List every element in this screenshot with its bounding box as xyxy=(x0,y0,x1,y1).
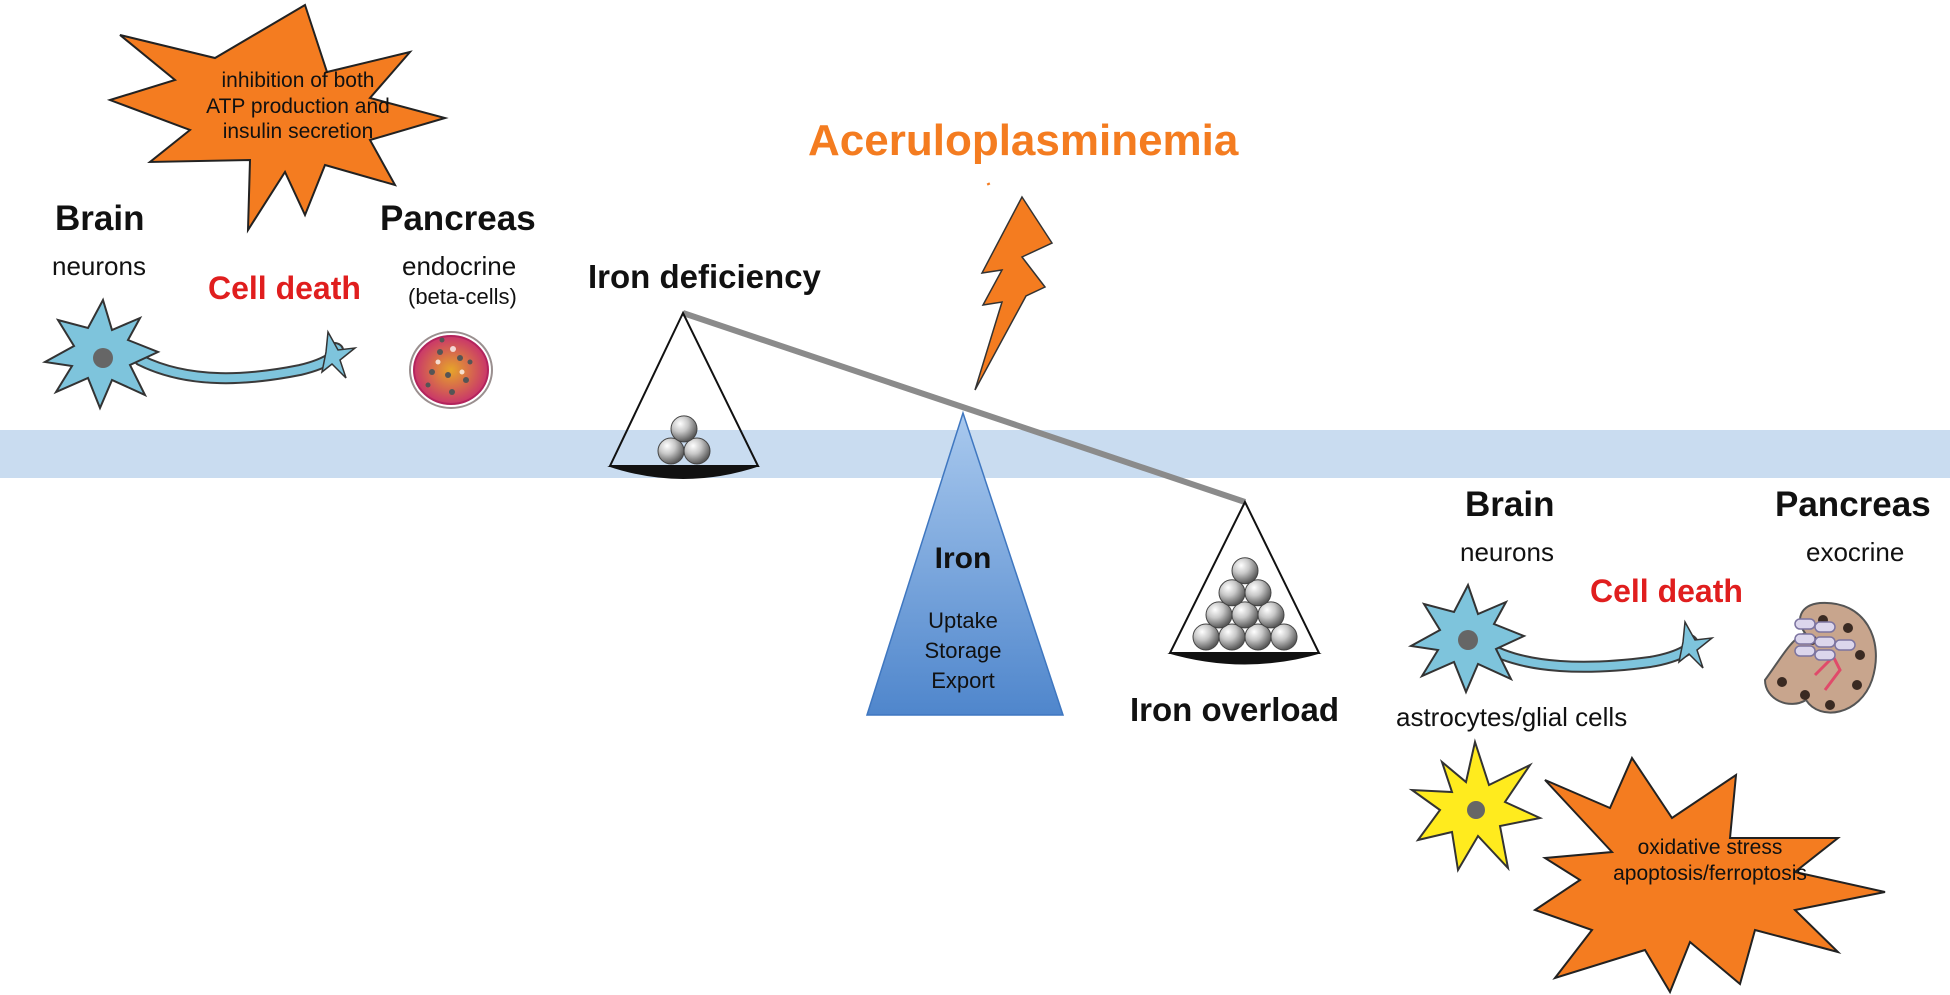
iron-ball xyxy=(1231,601,1259,629)
organ-label-brain-right: Brain xyxy=(1465,485,1555,524)
organ-label-pancreas-right: Pancreas xyxy=(1775,485,1931,524)
organ-label-brain-left: Brain xyxy=(55,199,145,238)
balance-pan-icon xyxy=(1167,499,1322,665)
iron-ball xyxy=(1244,623,1272,651)
starburst-line: ATP production and xyxy=(206,94,390,118)
starburst-text-right: oxidative stress apoptosis/ferroptosis xyxy=(1590,835,1830,886)
starburst-icon-left xyxy=(106,3,449,234)
neuron-icon-left xyxy=(41,297,358,411)
starburst-line: inhibition of both xyxy=(221,69,375,92)
iron-ball xyxy=(1257,601,1285,629)
iron-ball xyxy=(1270,623,1298,651)
fulcrum-line-export: Export xyxy=(931,668,995,693)
astrocyte-icon xyxy=(1408,738,1544,873)
astrocytes-label: astrocytes/glial cells xyxy=(1396,702,1628,732)
organ-label-pancreas-left: Pancreas xyxy=(380,199,536,238)
fulcrum-line-uptake: Uptake xyxy=(928,608,998,633)
iron-deficiency-label: Iron deficiency xyxy=(588,258,821,295)
balance-beam xyxy=(682,310,1246,505)
cell-type-label-endocrine: endocrine xyxy=(402,251,517,281)
starburst-line: insulin secretion xyxy=(222,120,374,144)
iron-ball xyxy=(1244,579,1272,607)
balance-pan-icon xyxy=(607,310,760,479)
iron-ball xyxy=(1192,623,1220,651)
cell-death-label-left: Cell death xyxy=(208,270,361,306)
iron-ball xyxy=(1205,601,1233,629)
cell-type-label-neurons-right: neurons xyxy=(1460,537,1554,567)
fulcrum-triangle-icon xyxy=(865,410,1065,716)
fulcrum-title: Iron xyxy=(934,542,992,575)
pancreas-exocrine-icon xyxy=(1763,601,1877,714)
starburst-line: apoptosis/ferroptosis xyxy=(1613,861,1807,885)
iron-ball xyxy=(1218,579,1246,607)
starburst-icon-right xyxy=(1532,755,1886,995)
iron-ball xyxy=(1218,623,1246,651)
iron-ball xyxy=(683,437,711,465)
lightning-icon xyxy=(974,195,1054,391)
cell-death-label-right: Cell death xyxy=(1590,573,1743,609)
cell-type-label-exocrine: exocrine xyxy=(1806,537,1905,567)
cell-type-label-neurons-left: neurons xyxy=(52,251,146,281)
cell-type-label-beta-cells: (beta-cells) xyxy=(408,284,517,309)
starburst-line: oxidative stress xyxy=(1637,836,1783,859)
iron-ball xyxy=(670,415,698,443)
iron-ball xyxy=(657,437,685,465)
neuron-icon-right xyxy=(1407,582,1715,695)
pancreas-endocrine-icon xyxy=(409,331,493,409)
starburst-text-left: inhibition of both ATP production and in… xyxy=(178,68,418,145)
iron-ball xyxy=(1231,557,1259,585)
page-title: Aceruloplasminemia xyxy=(808,116,1239,165)
iron-overload-label: Iron overload xyxy=(1130,691,1340,728)
fulcrum-line-storage: Storage xyxy=(924,638,1002,663)
